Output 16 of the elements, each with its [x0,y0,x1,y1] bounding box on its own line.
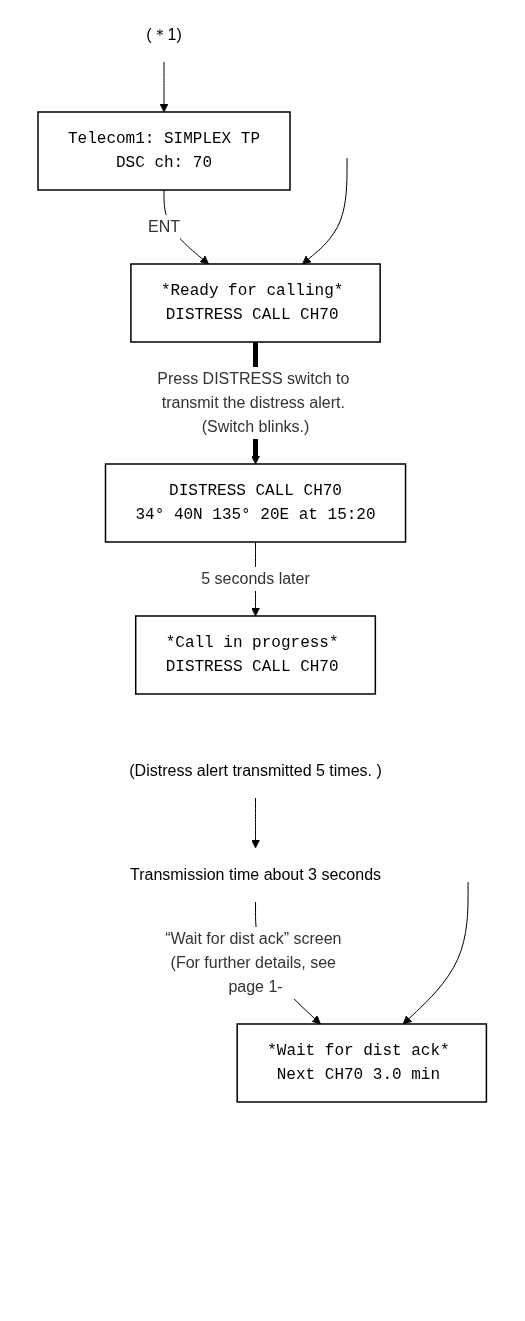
arrow [159,61,169,113]
node-box: *Wait for dist ack* Next CH70 3.0 min [236,1023,488,1103]
arrow [403,881,469,1025]
node-text: (Distress alert transmitted 5 times. ) [129,761,383,779]
edge-label: ENT [148,218,181,235]
node-box: DISTRESS CALL CH70 34° 40N 135° 20E at 15:20 [105,463,407,543]
node-text: (＊1) [146,26,183,43]
edge-label: 5 seconds later [201,569,311,587]
node-text: Transmission time about 3 seconds [130,865,382,883]
arrow [251,797,261,849]
node-box: *Ready for calling* DISTRESS CALL CH70 [130,263,382,343]
node-box: *Call in progress* DISTRESS CALL CH70 [135,615,377,695]
node-box: Telecom1: SIMPLEX TP DSC ch: 70 [37,111,292,191]
edge-label: “Wait for dist ack” screen (For further details, see page 1- [165,929,342,995]
edge-label: Press DISTRESS switch to transmit the distress alert. (Switch blinks.) [157,369,350,435]
arrow [302,157,348,265]
